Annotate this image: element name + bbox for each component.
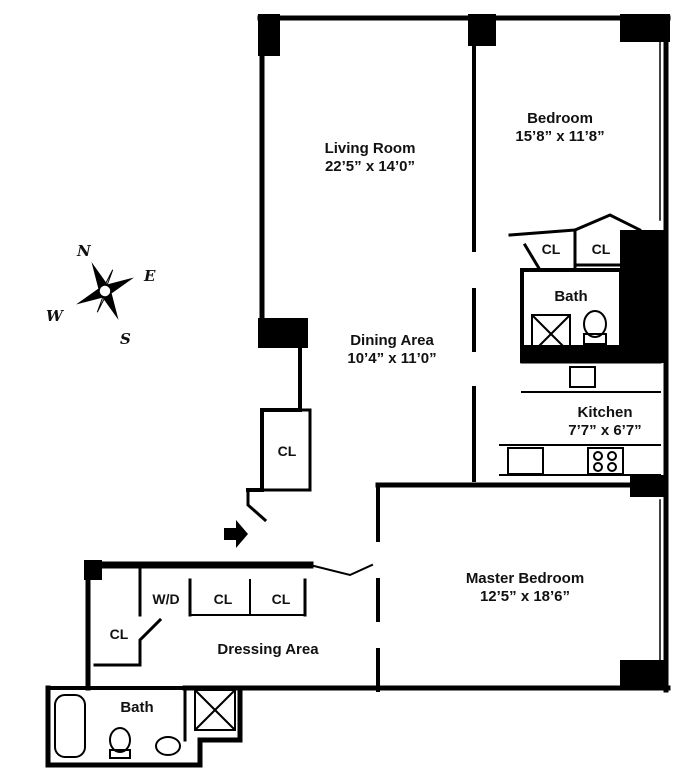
compass-rose-icon — [75, 261, 135, 321]
compass-east: E — [144, 267, 156, 285]
compass-west: W — [46, 307, 63, 325]
compass-south: S — [120, 330, 131, 348]
closet-bath-lower-label: CL — [109, 626, 129, 642]
bedroom-name: Bedroom — [527, 110, 593, 127]
kitchen-name: Kitchen — [577, 404, 633, 421]
closet-dressing-1-label: CL — [213, 591, 233, 607]
shower-upper — [531, 314, 571, 354]
dining-area-name: Dining Area — [350, 332, 434, 349]
closet-hall-label: CL — [277, 443, 297, 459]
master-bedroom-label: Master Bedroom 12’5” x 18’6” — [450, 570, 600, 606]
living-room-dims: 22’5” x 14’0” — [324, 158, 416, 175]
closet-dressing-2-label: CL — [271, 591, 291, 607]
kitchen-sink — [569, 366, 596, 388]
dining-area-dims: 10’4” x 11’0” — [347, 350, 437, 367]
closet-bedroom-2-label: CL — [591, 241, 611, 257]
shower-lower — [194, 689, 236, 731]
toilet-upper — [583, 310, 607, 338]
living-room-name: Living Room — [324, 140, 416, 157]
kitchen-label: Kitchen 7’7” x 6’7” — [550, 404, 660, 440]
sink-lower — [155, 736, 181, 756]
fixtures — [54, 282, 641, 759]
sink-upper — [623, 282, 641, 308]
washer-dryer-label: W/D — [152, 591, 180, 607]
bath-lower-label: Bath — [120, 699, 154, 716]
closet-bedroom-1-label: CL — [541, 241, 561, 257]
bedroom-dims: 15’8” x 11’8” — [515, 128, 605, 145]
dressing-area-label: Dressing Area — [217, 641, 319, 658]
entry-arrow-icon — [224, 520, 248, 548]
bedroom-label: Bedroom 15’8” x 11’8” — [500, 110, 620, 146]
dining-area-label: Dining Area 10’4” x 11’0” — [332, 332, 452, 368]
refrigerator — [507, 447, 544, 475]
kitchen-dims: 7’7” x 6’7” — [568, 422, 642, 439]
master-bedroom-name: Master Bedroom — [465, 570, 585, 587]
bathtub — [54, 694, 86, 758]
toilet-lower — [109, 727, 131, 753]
compass-north: N — [77, 242, 91, 260]
master-bedroom-dims: 12’5” x 18’6” — [479, 588, 571, 605]
bath-upper-label: Bath — [554, 288, 588, 305]
living-room-label: Living Room 22’5” x 14’0” — [310, 140, 430, 176]
columns — [84, 14, 670, 690]
stove — [587, 447, 624, 475]
